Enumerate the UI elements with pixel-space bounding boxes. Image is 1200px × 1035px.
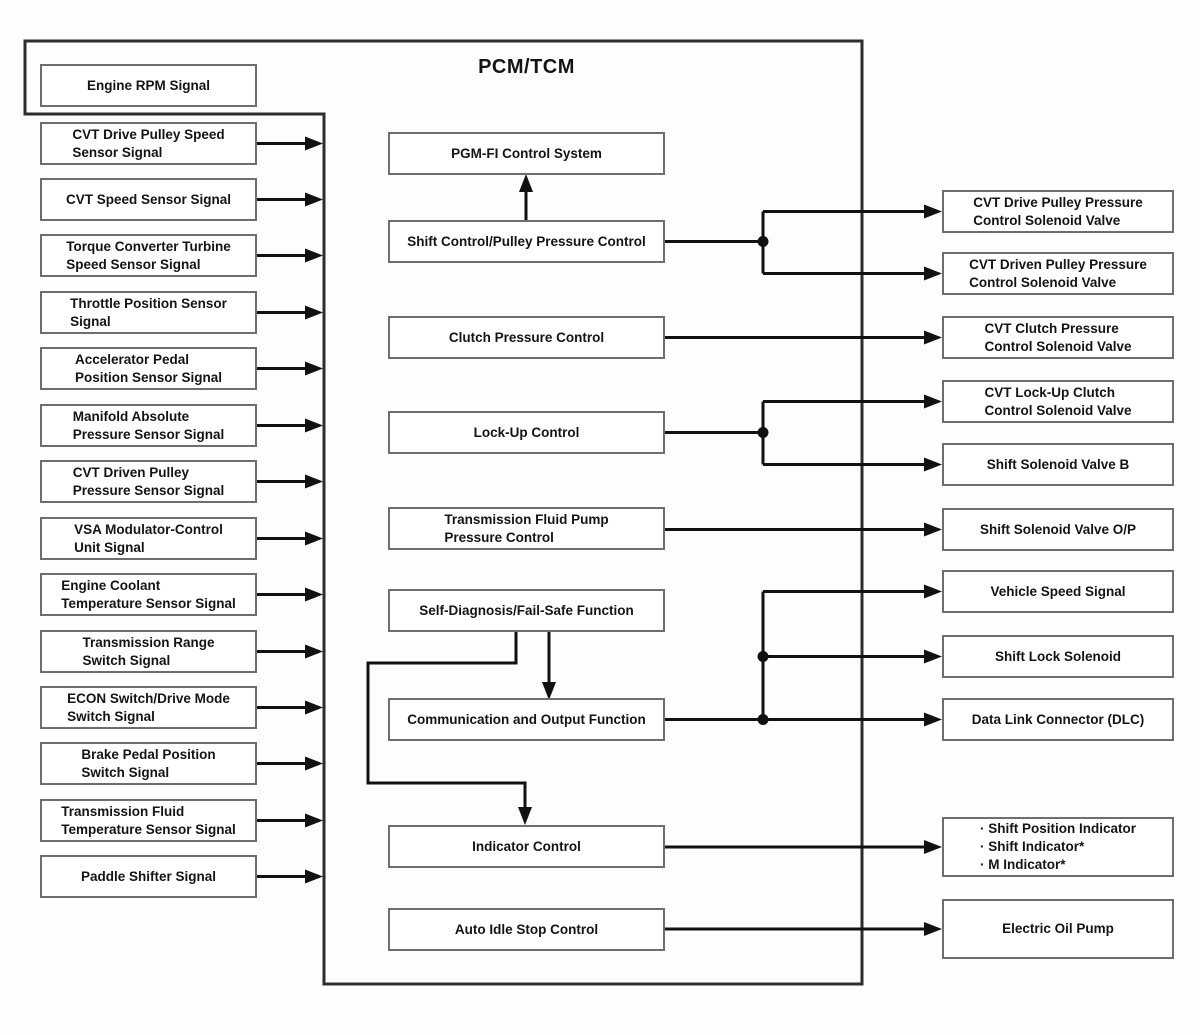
- function-box-fluid-pump-pressure: Transmission Fluid Pump Pressure Control: [388, 507, 665, 550]
- junction-dot-shift: [757, 236, 769, 247]
- function-box-lock-up: Lock-Up Control: [388, 411, 665, 454]
- output-box-drive-pulley-valve: CVT Drive Pulley Pressure Control Soleno…: [942, 190, 1174, 233]
- output-box-shift-solenoid-op: Shift Solenoid Valve O/P: [942, 508, 1174, 551]
- branch-lockup-control: [665, 401, 765, 465]
- function-box-shift-control: Shift Control/Pulley Pressure Control: [388, 220, 665, 263]
- junction-dot-lockup: [757, 427, 769, 438]
- output-box-dlc: Data Link Connector (DLC): [942, 698, 1174, 741]
- input-box-brake-pedal: Brake Pedal Position Switch Signal: [40, 742, 257, 785]
- input-box-cvt-speed: CVT Speed Sensor Signal: [40, 178, 257, 221]
- function-box-pgm-fi: PGM-FI Control System: [388, 132, 665, 175]
- input-box-engine-coolant: Engine Coolant Temperature Sensor Signal: [40, 573, 257, 616]
- output-box-lockup-clutch-valve: CVT Lock-Up Clutch Control Solenoid Valv…: [942, 380, 1174, 423]
- output-box-electric-oil-pump: Electric Oil Pump: [942, 899, 1174, 959]
- junction-dots: [757, 236, 769, 725]
- input-box-throttle-position: Throttle Position Sensor Signal: [40, 291, 257, 334]
- junction-dot-dlc: [757, 714, 769, 725]
- box-engine-rpm-signal: Engine RPM Signal: [40, 64, 257, 107]
- input-box-transmission-range: Transmission Range Switch Signal: [40, 630, 257, 673]
- input-box-trans-fluid-temp: Transmission Fluid Temperature Sensor Si…: [40, 799, 257, 842]
- arrow-selfdiag-to-indicator: [366, 632, 532, 825]
- output-box-indicators: · Shift Position Indicator · Shift Indic…: [942, 817, 1174, 877]
- pcm-tcm-title: PCM/TCM: [478, 56, 575, 78]
- input-box-vsa-modulator: VSA Modulator-Control Unit Signal: [40, 517, 257, 560]
- input-box-paddle-shifter: Paddle Shifter Signal: [40, 855, 257, 898]
- function-box-self-diagnosis: Self-Diagnosis/Fail-Safe Function: [388, 589, 665, 632]
- function-box-auto-idle-stop: Auto Idle Stop Control: [388, 908, 665, 951]
- input-box-econ-switch: ECON Switch/Drive Mode Switch Signal: [40, 686, 257, 729]
- pcm-tcm-boundary: [23, 39, 864, 986]
- output-box-shift-solenoid-b: Shift Solenoid Valve B: [942, 443, 1174, 486]
- input-box-accelerator-pedal: Accelerator Pedal Position Sensor Signal: [40, 347, 257, 390]
- function-box-clutch-pressure: Clutch Pressure Control: [388, 316, 665, 359]
- output-box-clutch-pressure-valve: CVT Clutch Pressure Control Solenoid Val…: [942, 316, 1174, 359]
- output-box-shift-lock-solenoid: Shift Lock Solenoid: [942, 635, 1174, 678]
- input-box-cvt-driven-pressure: CVT Driven Pulley Pressure Sensor Signal: [40, 460, 257, 503]
- input-box-cvt-drive-pulley-speed: CVT Drive Pulley Speed Sensor Signal: [40, 122, 257, 165]
- input-box-manifold-absolute: Manifold Absolute Pressure Sensor Signal: [40, 404, 257, 447]
- output-box-vehicle-speed: Vehicle Speed Signal: [942, 570, 1174, 613]
- branch-shift-control: [665, 211, 765, 274]
- input-box-torque-converter-turbine: Torque Converter Turbine Speed Sensor Si…: [40, 234, 257, 277]
- output-box-driven-pulley-valve: CVT Driven Pulley Pressure Control Solen…: [942, 252, 1174, 295]
- junction-dot-shiftlock: [757, 651, 769, 662]
- signal-arrows: [257, 136, 942, 936]
- function-box-indicator-control: Indicator Control: [388, 825, 665, 868]
- function-box-communication: Communication and Output Function: [388, 698, 665, 741]
